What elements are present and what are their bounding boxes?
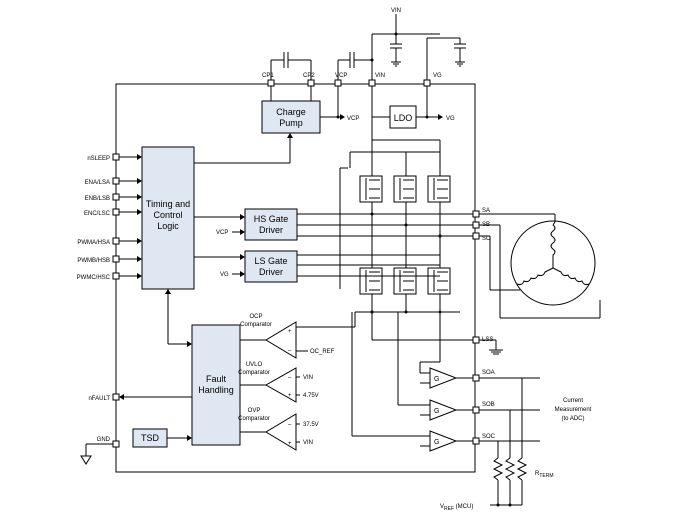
svg-text:Handling: Handling	[198, 385, 234, 395]
svg-text:G: G	[434, 439, 439, 446]
motor	[479, 213, 601, 319]
sense-amp-a: G	[419, 312, 473, 389]
vcp-capacitor	[337, 52, 374, 80]
timing-control-block: Timing and Control Logic	[141, 133, 293, 290]
svg-text:Measurement: Measurement	[555, 407, 592, 413]
hs-gate-driver: HS Gate Driver VCP	[194, 208, 298, 241]
svg-text:OVP: OVP	[248, 408, 261, 414]
svg-text:+: +	[288, 441, 292, 447]
hs-vcp-label: VCP	[216, 230, 228, 236]
pin-vg	[423, 79, 431, 87]
svg-text:TSD: TSD	[141, 433, 160, 443]
left-pins: nSLEEP ENA/LSA ENB/LSB ENC/LSC PWMA/HSA …	[77, 153, 192, 465]
svg-text:37.5V: 37.5V	[303, 422, 319, 428]
pin-label: VCP	[335, 73, 347, 79]
svg-text:SOA: SOA	[482, 370, 495, 376]
svg-text:OCP: OCP	[249, 314, 262, 320]
ls-gate-driver: LS Gate Driver VG	[194, 250, 298, 283]
svg-text:UVLO: UVLO	[246, 362, 263, 368]
pin-cp2	[307, 79, 315, 87]
vref-label: VREF (MCU)	[440, 504, 473, 512]
svg-text:(to ADC): (to ADC)	[561, 416, 584, 422]
vcp-output-label: VCP	[347, 116, 359, 122]
tsd-block: TSD	[132, 428, 192, 448]
svg-text:G: G	[434, 408, 439, 415]
svg-text:PWMC/HSC: PWMC/HSC	[77, 275, 111, 281]
charge-pump-block: Charge Pump VCP	[261, 86, 359, 134]
vg-capacitor	[426, 37, 466, 80]
low-side-fets	[296, 214, 473, 341]
svg-text:Charge: Charge	[276, 107, 306, 117]
ls-vg-label: VG	[220, 272, 229, 278]
svg-text:G: G	[434, 376, 439, 383]
ocp-ref-label: OC_REF	[310, 349, 335, 355]
sense-amp-c: G	[351, 312, 473, 452]
cp-capacitor	[270, 52, 312, 80]
uvlo-comparator: UVLO Comparator – + VIN 4.75V	[238, 362, 319, 403]
fault-handling-block: Fault Handling	[165, 289, 241, 446]
rterm-label: RTERM	[535, 471, 554, 479]
svg-text:LS Gate: LS Gate	[254, 256, 287, 266]
vg-output-label: VG	[446, 116, 455, 122]
svg-text:Comparator: Comparator	[238, 370, 270, 376]
svg-text:SC: SC	[482, 236, 491, 242]
pin-cp1	[267, 79, 275, 87]
lss-ground	[479, 339, 503, 355]
top-pin-label: VIN	[391, 8, 401, 14]
svg-text:Current: Current	[563, 398, 583, 404]
svg-text:nFAULT: nFAULT	[88, 396, 110, 402]
svg-text:PWMB/HSB: PWMB/HSB	[77, 258, 110, 264]
svg-text:4.75V: 4.75V	[303, 393, 319, 399]
svg-text:Control: Control	[153, 210, 182, 220]
svg-text:nSLEEP: nSLEEP	[87, 156, 110, 162]
pin-label: CP2	[303, 73, 315, 79]
svg-text:VIN: VIN	[303, 440, 313, 446]
sense-amp-b: G	[397, 312, 473, 421]
pin-label: CP1	[262, 73, 274, 79]
pin-vcp	[334, 79, 342, 87]
pin-vin	[368, 79, 376, 87]
svg-text:PWMA/HSA: PWMA/HSA	[77, 240, 110, 246]
svg-text:Logic: Logic	[157, 221, 179, 231]
right-pins: SA SB SC LSS SOA SOB SOC	[472, 208, 496, 445]
top-pins: CP1 CP2 VCP VIN VG	[262, 73, 442, 87]
svg-text:Comparator: Comparator	[238, 416, 270, 422]
high-side-fets	[339, 117, 451, 289]
ocp-comparator: OCP Comparator + – OC_REF	[240, 314, 335, 359]
svg-text:HS Gate: HS Gate	[254, 214, 289, 224]
svg-text:–: –	[288, 348, 292, 354]
svg-text:SA: SA	[482, 208, 490, 214]
ldo-block: LDO VG	[371, 86, 455, 129]
pin-label: VG	[433, 73, 442, 79]
svg-text:GND: GND	[97, 437, 111, 443]
svg-text:–: –	[288, 422, 292, 428]
svg-text:Driver: Driver	[259, 267, 283, 277]
svg-text:Comparator: Comparator	[240, 322, 272, 328]
svg-text:+: +	[288, 329, 292, 335]
svg-text:SOB: SOB	[482, 402, 495, 408]
pin-label: VIN	[375, 73, 385, 79]
hs-gate-wires	[297, 213, 473, 277]
svg-text:Fault: Fault	[206, 374, 227, 384]
svg-text:Driver: Driver	[259, 225, 283, 235]
svg-text:Timing and: Timing and	[146, 199, 190, 209]
svg-text:Pump: Pump	[279, 118, 303, 128]
svg-text:ENC/LSC: ENC/LSC	[84, 211, 111, 217]
ovp-comparator: OVP Comparator – + 37.5V VIN	[238, 408, 319, 451]
svg-text:+: +	[288, 393, 292, 399]
vin-supply: VIN	[371, 8, 440, 80]
svg-text:LDO: LDO	[394, 113, 413, 123]
svg-text:SOC: SOC	[482, 434, 496, 440]
svg-text:ENA/LSA: ENA/LSA	[85, 180, 110, 186]
svg-text:–: –	[288, 375, 292, 381]
svg-text:ENB/LSB: ENB/LSB	[85, 196, 110, 202]
current-measurement: Current Measurement (to ADC) RTERM VREF …	[440, 377, 592, 512]
svg-text:VIN: VIN	[303, 375, 313, 381]
